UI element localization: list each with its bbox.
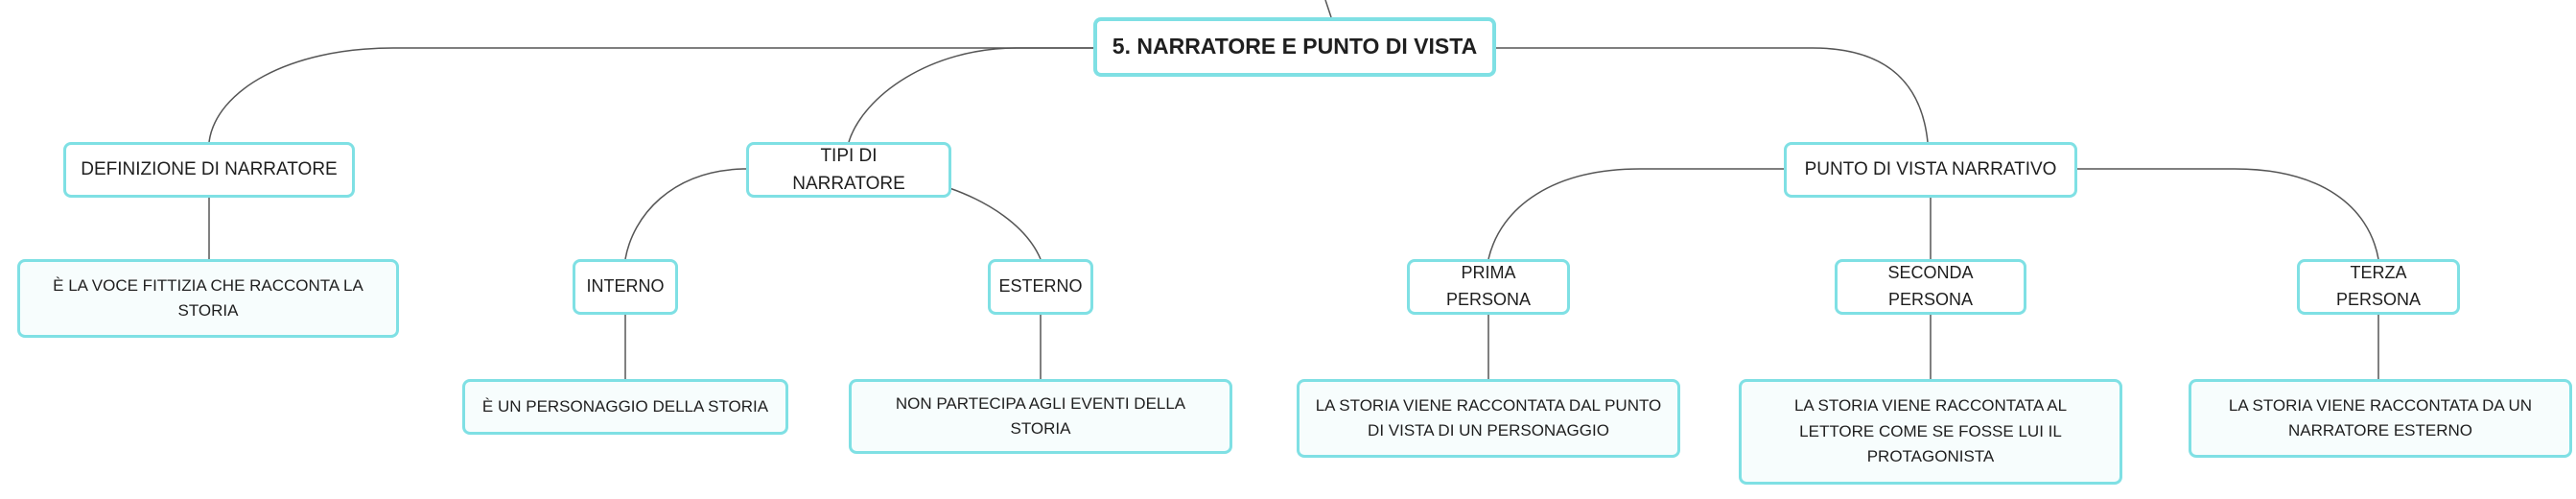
connector-punto-terza <box>2076 168 2379 260</box>
root-topic[interactable]: 5. NARRATORE E PUNTO DI VISTA <box>1093 17 1496 77</box>
leaf-definizione[interactable]: È LA VOCE FITTIZIA CHE RACCONTA LA STORI… <box>17 259 399 338</box>
topic-tipi-di-narratore[interactable]: TIPI DI NARRATORE <box>746 142 951 198</box>
connector-root-definizione <box>208 47 1093 143</box>
topic-interno[interactable]: INTERNO <box>573 259 678 315</box>
leaf-interno[interactable]: È UN PERSONAGGIO DELLA STORIA <box>462 379 788 435</box>
topic-prima-persona[interactable]: PRIMA PERSONA <box>1407 259 1570 315</box>
topic-prima-label: PRIMA PERSONA <box>1445 263 1532 309</box>
topic-tipi-label: TIPI DI NARRATORE <box>792 145 905 194</box>
connector-punto-prima <box>1487 168 1784 260</box>
leaf-esterno[interactable]: NON PARTECIPA AGLI EVENTI DELLA STORIA <box>849 379 1232 454</box>
leaf-seconda-text: LA STORIA VIENE RACCONTATA AL LETTORE CO… <box>1793 396 2068 466</box>
leaf-terza-persona[interactable]: LA STORIA VIENE RACCONTATA DA UN NARRATO… <box>2189 379 2572 458</box>
topic-esterno-label: ESTERNO <box>998 276 1083 297</box>
connector-root-parent <box>1324 0 1332 18</box>
topic-definizione-label: DEFINIZIONE DI NARRATORE <box>81 159 338 180</box>
topic-terza-persona[interactable]: TERZA PERSONA <box>2297 259 2460 315</box>
topic-terza-label: TERZA PERSONA <box>2335 263 2422 309</box>
topic-esterno[interactable]: ESTERNO <box>988 259 1093 315</box>
topic-seconda-label: SECONDA PERSONA <box>1887 263 1974 309</box>
topic-definizione-di-narratore[interactable]: DEFINIZIONE DI NARRATORE <box>63 142 355 198</box>
connector-tipi-esterno <box>948 187 1042 260</box>
leaf-seconda-persona[interactable]: LA STORIA VIENE RACCONTATA AL LETTORE CO… <box>1739 379 2122 485</box>
leaf-prima-text: LA STORIA VIENE RACCONTATA DAL PUNTO DI … <box>1315 395 1662 440</box>
topic-punto-di-vista-narrativo[interactable]: PUNTO DI VISTA NARRATIVO <box>1784 142 2077 198</box>
topic-interno-label: INTERNO <box>586 276 665 297</box>
connector-root-punto <box>1496 47 1929 143</box>
leaf-definizione-text: È LA VOCE FITTIZIA CHE RACCONTA LA STORI… <box>53 275 363 320</box>
leaf-terza-text: LA STORIA VIENE RACCONTATA DA UN NARRATO… <box>2228 395 2533 440</box>
leaf-interno-text: È UN PERSONAGGIO DELLA STORIA <box>481 396 769 416</box>
leaf-prima-persona[interactable]: LA STORIA VIENE RACCONTATA DAL PUNTO DI … <box>1297 379 1680 458</box>
connector-root-tipi <box>848 47 1093 143</box>
topic-seconda-persona[interactable]: SECONDA PERSONA <box>1835 259 2026 315</box>
root-topic-label: 5. NARRATORE E PUNTO DI VISTA <box>1112 34 1478 59</box>
connector-tipi-interno <box>624 168 748 260</box>
leaf-esterno-text: NON PARTECIPA AGLI EVENTI DELLA STORIA <box>895 393 1186 438</box>
topic-punto-label: PUNTO DI VISTA NARRATIVO <box>1804 159 2057 180</box>
